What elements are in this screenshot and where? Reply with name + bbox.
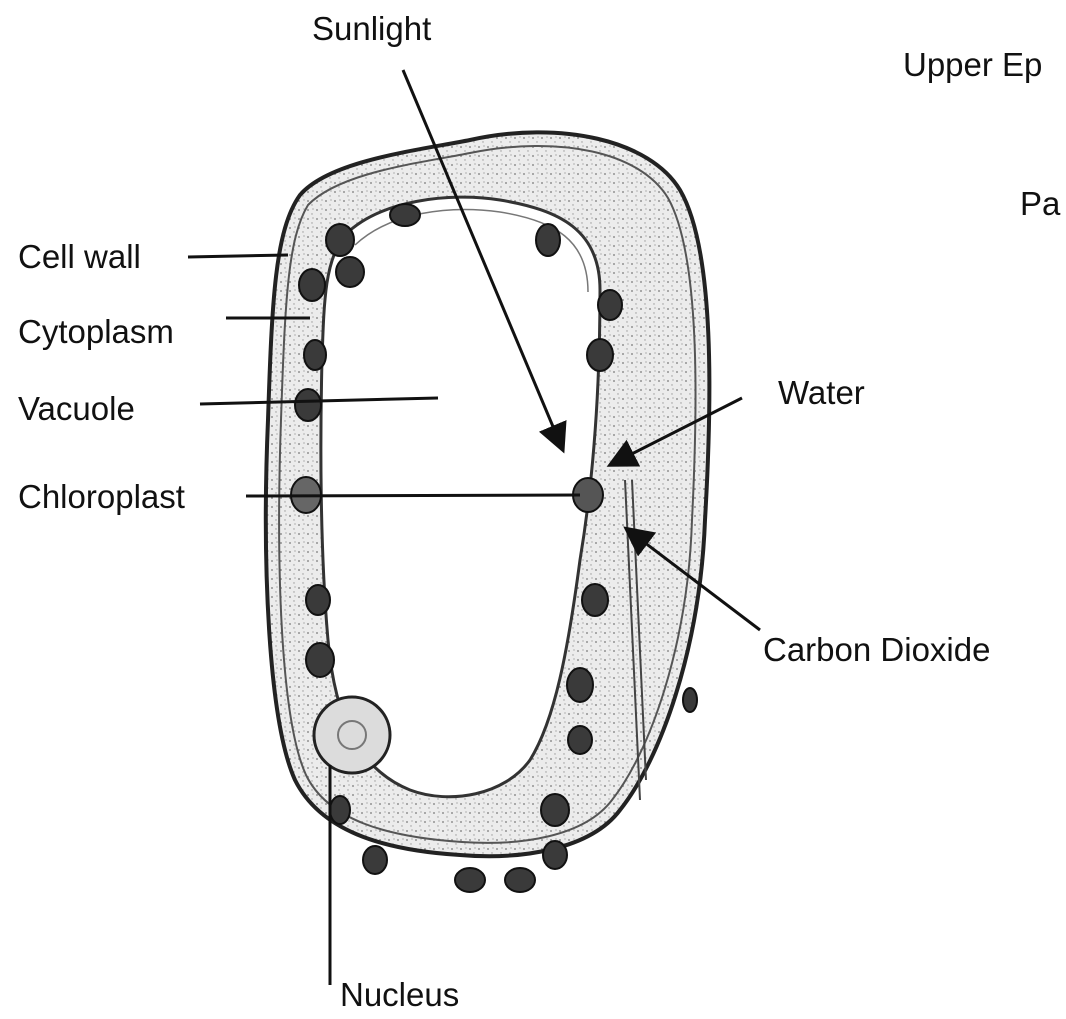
label-cytoplasm: Cytoplasm (18, 313, 174, 350)
chloroplast (330, 796, 350, 824)
chloroplast (536, 224, 560, 256)
chloroplast (582, 584, 608, 616)
label-carbon-dioxide: Carbon Dioxide (763, 631, 990, 668)
chloroplast (336, 257, 364, 287)
chloroplast (505, 868, 535, 892)
chloroplast (587, 339, 613, 371)
chloroplast-line (246, 495, 580, 496)
label-upper-ep: Upper Ep (903, 46, 1042, 83)
chloroplast (306, 585, 330, 615)
label-cell-wall: Cell wall (18, 238, 141, 275)
chloroplast (299, 269, 325, 301)
chloroplast (304, 340, 326, 370)
label-water: Water (778, 374, 865, 411)
label-vacuole: Vacuole (18, 390, 135, 427)
cell (266, 132, 710, 892)
chloroplast (363, 846, 387, 874)
label-sunlight: Sunlight (312, 10, 431, 47)
chloroplast (543, 841, 567, 869)
chloroplast (598, 290, 622, 320)
label-nucleus: Nucleus (340, 976, 459, 1013)
chloroplast (295, 389, 321, 421)
label-pa: Pa (1020, 185, 1061, 222)
chloroplast (306, 643, 334, 677)
cell-wall-line (188, 255, 288, 257)
nucleus (314, 697, 390, 773)
chloroplast (567, 668, 593, 702)
chloroplast (683, 688, 697, 712)
label-chloroplast: Chloroplast (18, 478, 185, 515)
chloroplast (390, 204, 420, 226)
chloroplast (455, 868, 485, 892)
chloroplast (568, 726, 592, 754)
chloroplast (541, 794, 569, 826)
chloroplast (326, 224, 354, 256)
